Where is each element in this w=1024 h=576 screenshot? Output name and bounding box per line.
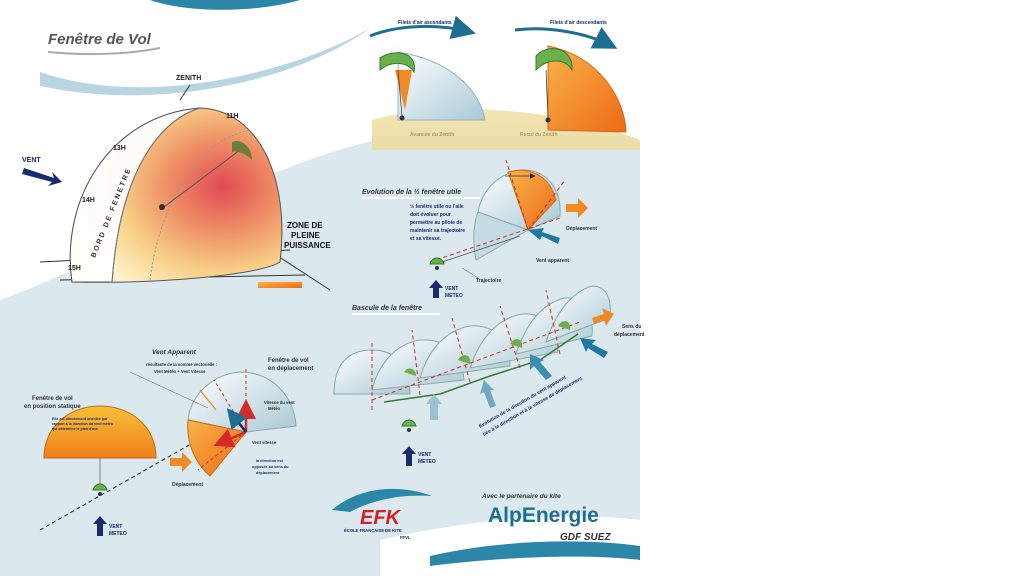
half-window-text-3: permettre au pilote de — [410, 220, 462, 226]
half-window-text-2: doit évoluer pour — [410, 212, 451, 218]
wind-arrow-icon — [22, 168, 62, 186]
tilt-direction-arrow-icon — [592, 308, 614, 326]
half-window-meteo-2: METEO — [445, 293, 463, 299]
efk-logo: EFK — [360, 507, 402, 529]
half-window-text-4: maintenir sa trajectoire — [410, 228, 465, 234]
wind-speed-label-1: Vitesse du vent — [264, 400, 295, 405]
moving-window-1: Fenêtre de vol — [268, 358, 309, 364]
efk-subtitle: ÉCOLE FRANÇAISE DE KITE — [344, 528, 402, 533]
gdf-suez-logo: GDF SUEZ — [560, 532, 611, 543]
kite-descending-icon — [535, 48, 573, 72]
power-zone-line-2: PLEINE — [291, 231, 321, 240]
dome-13h-label: 13H — [113, 145, 126, 152]
opposite-note-2: opposée au sens du — [252, 465, 289, 469]
bottom-swoosh-blue — [430, 541, 640, 566]
apparent-subtitle-1: résultante de la somme vectorielle : — [146, 362, 217, 367]
tilt-kite-icon-2 — [458, 355, 471, 364]
power-gradient-scale — [258, 282, 302, 288]
tilt-meteo-arrow-icon — [402, 446, 416, 466]
tilt-direction-label-2: déplacement — [614, 332, 645, 338]
speed-wind-label: Vent vitesse — [252, 440, 277, 445]
static-note-3: qui détermine le plan d'axe. — [52, 427, 99, 431]
half-window-meteo-1: VENT — [445, 286, 458, 292]
sponsor-block: EFK ÉCOLE FRANÇAISE DE KITE FFVL Avec le… — [332, 488, 611, 543]
dome-14h-label: 14H — [82, 197, 95, 204]
tilt-kite-icon-4 — [558, 321, 571, 330]
static-meteo-2: METEO — [109, 531, 127, 537]
thermal-descending-label: Filets d'air descendants — [550, 20, 607, 26]
static-displacement-arrow-icon — [170, 452, 192, 472]
tilt-apparent-arrow-3 — [530, 354, 552, 380]
power-zone-line-3: PUISSANCE — [284, 241, 331, 250]
tilt-title: Bascule de la fenêtre — [352, 305, 422, 312]
pilot-icon-2 — [429, 257, 445, 265]
tilt-kite-icon-3 — [510, 339, 523, 348]
tilt-apparent-arrow-1 — [426, 394, 442, 420]
pilot-icon — [159, 204, 165, 210]
displacement-arrow-icon — [566, 198, 588, 218]
tilt-meteo-1: VENT — [418, 452, 431, 458]
flight-window-dome: ZENITH 11H 13H 14H 15H BORD DE FENETRE V… — [22, 75, 331, 291]
efk-logo-swoosh — [332, 488, 432, 512]
apparent-wind-arrow-icon — [528, 228, 560, 244]
opposite-note-1: la direction est — [256, 459, 284, 463]
static-note-2: rapport à la direction du vent météo — [52, 422, 114, 426]
page-title: Fenêtre de Vol — [48, 31, 152, 48]
tilt-direction-label-1: Sens du — [622, 324, 641, 330]
title-underline — [47, 47, 161, 56]
static-meteo-arrow-icon — [93, 516, 107, 536]
static-pilot-icon — [92, 483, 108, 491]
tilt-meteo-2: METEO — [418, 459, 436, 465]
ffvl-label: FFVL — [400, 535, 411, 540]
half-window-trajectory-label: Trajectoire — [476, 278, 502, 284]
half-window-apparent-label: Vent apparent — [536, 258, 569, 264]
thermal-retreat-label: Recul du Zénith — [520, 132, 558, 138]
thermal-advance-label: Avancée du Zénith — [410, 132, 454, 138]
wind-speed-label-2: Météo — [268, 406, 281, 411]
opposite-note-3: déplacement — [256, 471, 280, 475]
dome-zenith-label: ZENITH — [176, 75, 201, 82]
tilt-kite-icon-1 — [404, 368, 416, 376]
tilt-apparent-arrow-2 — [480, 380, 496, 408]
kite-ascending-icon — [379, 52, 415, 74]
half-window-title: Evolution de la ½ fenêtre utile — [362, 188, 461, 196]
thermal-panels: Filets d'air ascendants Avancée du Zénit… — [369, 15, 640, 150]
apparent-title: Vent Apparent — [152, 349, 197, 356]
static-meteo-1: VENT — [109, 524, 122, 530]
partner-label: Avec le partenaire du kite — [481, 493, 561, 500]
apparent-wind-panel: Vent Apparent résultante de la somme vec… — [129, 349, 313, 477]
static-title-1: Fenêtre de vol — [32, 396, 73, 402]
tilt-apparent-arrow-4 — [580, 338, 608, 358]
moving-window-2: en déplacement — [268, 366, 313, 372]
meteo-wind-arrow-icon — [429, 280, 443, 298]
static-title-2: en position statique — [24, 404, 81, 410]
power-zone-line-1: ZONE DE — [287, 221, 323, 230]
dome-wind-label: VENT — [22, 157, 41, 164]
static-displacement-label: Déplacement — [172, 482, 203, 488]
background-top-swoosh — [40, 28, 370, 96]
dome-11h-label: 11H — [226, 113, 238, 120]
top-swoosh — [150, 0, 300, 10]
static-window-panel: Fenêtre de vol en position statique Elle… — [24, 396, 203, 537]
apparent-subtitle-2: Vent Météo + Vent Vitesse — [154, 369, 206, 374]
half-window-displacement-label: Déplacement — [566, 226, 597, 232]
half-window-panel: Evolution de la ½ fenêtre utile ½ fenêtr… — [362, 159, 597, 299]
half-window-text-1: ½ fenêtre utile ou l'aile — [410, 203, 464, 210]
dome-15h-label: 15H — [68, 265, 81, 272]
tilt-pilot-icon — [401, 419, 417, 427]
thermal-ascending-label: Filets d'air ascendants — [398, 20, 452, 26]
static-note-1: Elle est directement orientée par — [52, 417, 108, 421]
half-window-text-5: et sa vitesse. — [410, 236, 442, 242]
alpenergie-logo: AlpEnergie — [488, 504, 599, 527]
kite-icon — [232, 140, 252, 160]
